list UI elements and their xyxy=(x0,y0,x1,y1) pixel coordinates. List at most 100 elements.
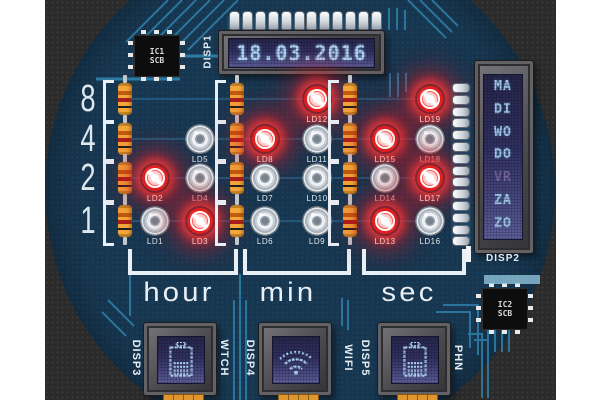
disp1-label: DISP1 xyxy=(202,34,214,69)
solder-pad xyxy=(427,394,438,400)
resistor xyxy=(230,115,244,163)
led-label-ld11: LD11 xyxy=(306,155,328,164)
led-ld12 xyxy=(302,84,332,114)
led-label-ld6: LD6 xyxy=(256,237,274,246)
disp5-screen xyxy=(391,336,439,384)
connector-pin xyxy=(452,153,470,164)
ic1-label-line2: SCB xyxy=(149,56,165,65)
disp4-label: DISP4 xyxy=(244,339,256,377)
led-ld11 xyxy=(302,124,332,154)
date-value: 18.03.2016 xyxy=(236,41,367,65)
led-label-ld13: LD13 xyxy=(374,237,396,246)
chip-pin xyxy=(180,65,185,69)
row-weight-label: 8 xyxy=(80,78,96,120)
chip-pin xyxy=(154,30,159,34)
led-ld5 xyxy=(185,124,215,154)
led-ld2 xyxy=(140,163,170,193)
connector-pin xyxy=(332,11,344,30)
led-ld19 xyxy=(415,84,445,114)
connector-pin xyxy=(280,11,292,30)
chip-pin xyxy=(502,330,507,334)
resistor-bracket xyxy=(328,159,339,203)
solder-pad xyxy=(308,394,319,400)
chip-pin xyxy=(476,318,481,322)
wtch-label: WTCH xyxy=(218,339,230,377)
led-label-ld19: LD19 xyxy=(419,115,441,124)
chip-pin xyxy=(528,294,533,298)
chip-pin xyxy=(502,283,507,287)
chip-pin xyxy=(515,283,520,287)
ic2-chip: IC2 SCB xyxy=(476,283,533,334)
led-label-ld17: LD17 xyxy=(419,194,441,203)
led-ld15 xyxy=(370,124,400,154)
led-ld18 xyxy=(415,124,445,154)
connector-pin xyxy=(241,11,253,30)
led-label-ld16: LD16 xyxy=(419,237,441,246)
connector-pin xyxy=(358,11,369,30)
led-label-ld1: LD1 xyxy=(146,237,164,246)
group-label: sec xyxy=(381,277,437,307)
day-ma: MA xyxy=(494,79,512,94)
resistor xyxy=(118,75,132,123)
connector-pin xyxy=(452,236,470,247)
led-ld16 xyxy=(415,206,445,236)
row-weight-label: 1 xyxy=(80,200,96,242)
connector-pin xyxy=(452,106,470,117)
led-ld17 xyxy=(415,163,445,193)
connector-pin xyxy=(319,11,331,30)
chip-pin xyxy=(167,30,172,34)
row-weight-label: 4 xyxy=(80,118,96,160)
phn-label: PHN xyxy=(452,344,464,372)
connector-pin xyxy=(229,11,240,30)
date-display-screen: 18.03.2016 xyxy=(228,38,375,68)
resistor xyxy=(343,154,357,202)
led-ld4 xyxy=(185,163,215,193)
connector-pin xyxy=(267,11,279,30)
connector-pin xyxy=(452,142,470,152)
led-ld14 xyxy=(370,163,400,193)
resistor xyxy=(118,115,132,163)
led-ld13 xyxy=(370,206,400,236)
connector-pin xyxy=(254,11,266,30)
connector-pin xyxy=(452,165,470,176)
resistor-bracket xyxy=(328,202,339,246)
resistor xyxy=(343,75,357,123)
resistor xyxy=(230,75,244,123)
group-bracket xyxy=(128,249,238,275)
day-vr: VR xyxy=(494,170,512,186)
resistor xyxy=(343,197,357,245)
ic2-label-line2: SCB xyxy=(497,309,513,318)
group-label: min xyxy=(259,277,317,307)
chip-pin xyxy=(128,65,133,69)
resistor xyxy=(230,197,244,245)
connector-pin xyxy=(452,130,470,141)
resistor-bracket xyxy=(215,120,226,164)
disp3-bezel xyxy=(143,322,217,396)
group-bracket xyxy=(243,249,351,275)
connector-pin xyxy=(452,212,470,223)
chip-pin xyxy=(141,30,146,34)
connector-pin xyxy=(293,11,305,30)
resistor-bracket xyxy=(103,120,114,164)
resistor-bracket xyxy=(215,159,226,203)
connector-pin xyxy=(345,11,357,30)
led-label-ld7: LD7 xyxy=(256,194,274,203)
resistor-bracket xyxy=(215,80,226,124)
chip-pin xyxy=(180,53,185,57)
row-weight-label: 2 xyxy=(80,157,96,199)
led-label-ld14: LD14 xyxy=(374,194,396,203)
chip-pin xyxy=(128,53,133,57)
solder-pad xyxy=(193,394,204,400)
disp4-bezel xyxy=(258,322,332,396)
disp5-label: DISP5 xyxy=(359,339,371,377)
chip-pin xyxy=(515,330,520,334)
resistor-bracket xyxy=(103,202,114,246)
chip-pin xyxy=(489,330,494,334)
connector-pin xyxy=(452,118,470,129)
led-ld1 xyxy=(140,206,170,236)
led-ld10 xyxy=(302,163,332,193)
disp3-label: DISP3 xyxy=(130,339,142,377)
connector-pin xyxy=(452,189,470,200)
led-ld7 xyxy=(250,163,280,193)
disp2-label: DISP2 xyxy=(486,253,520,264)
